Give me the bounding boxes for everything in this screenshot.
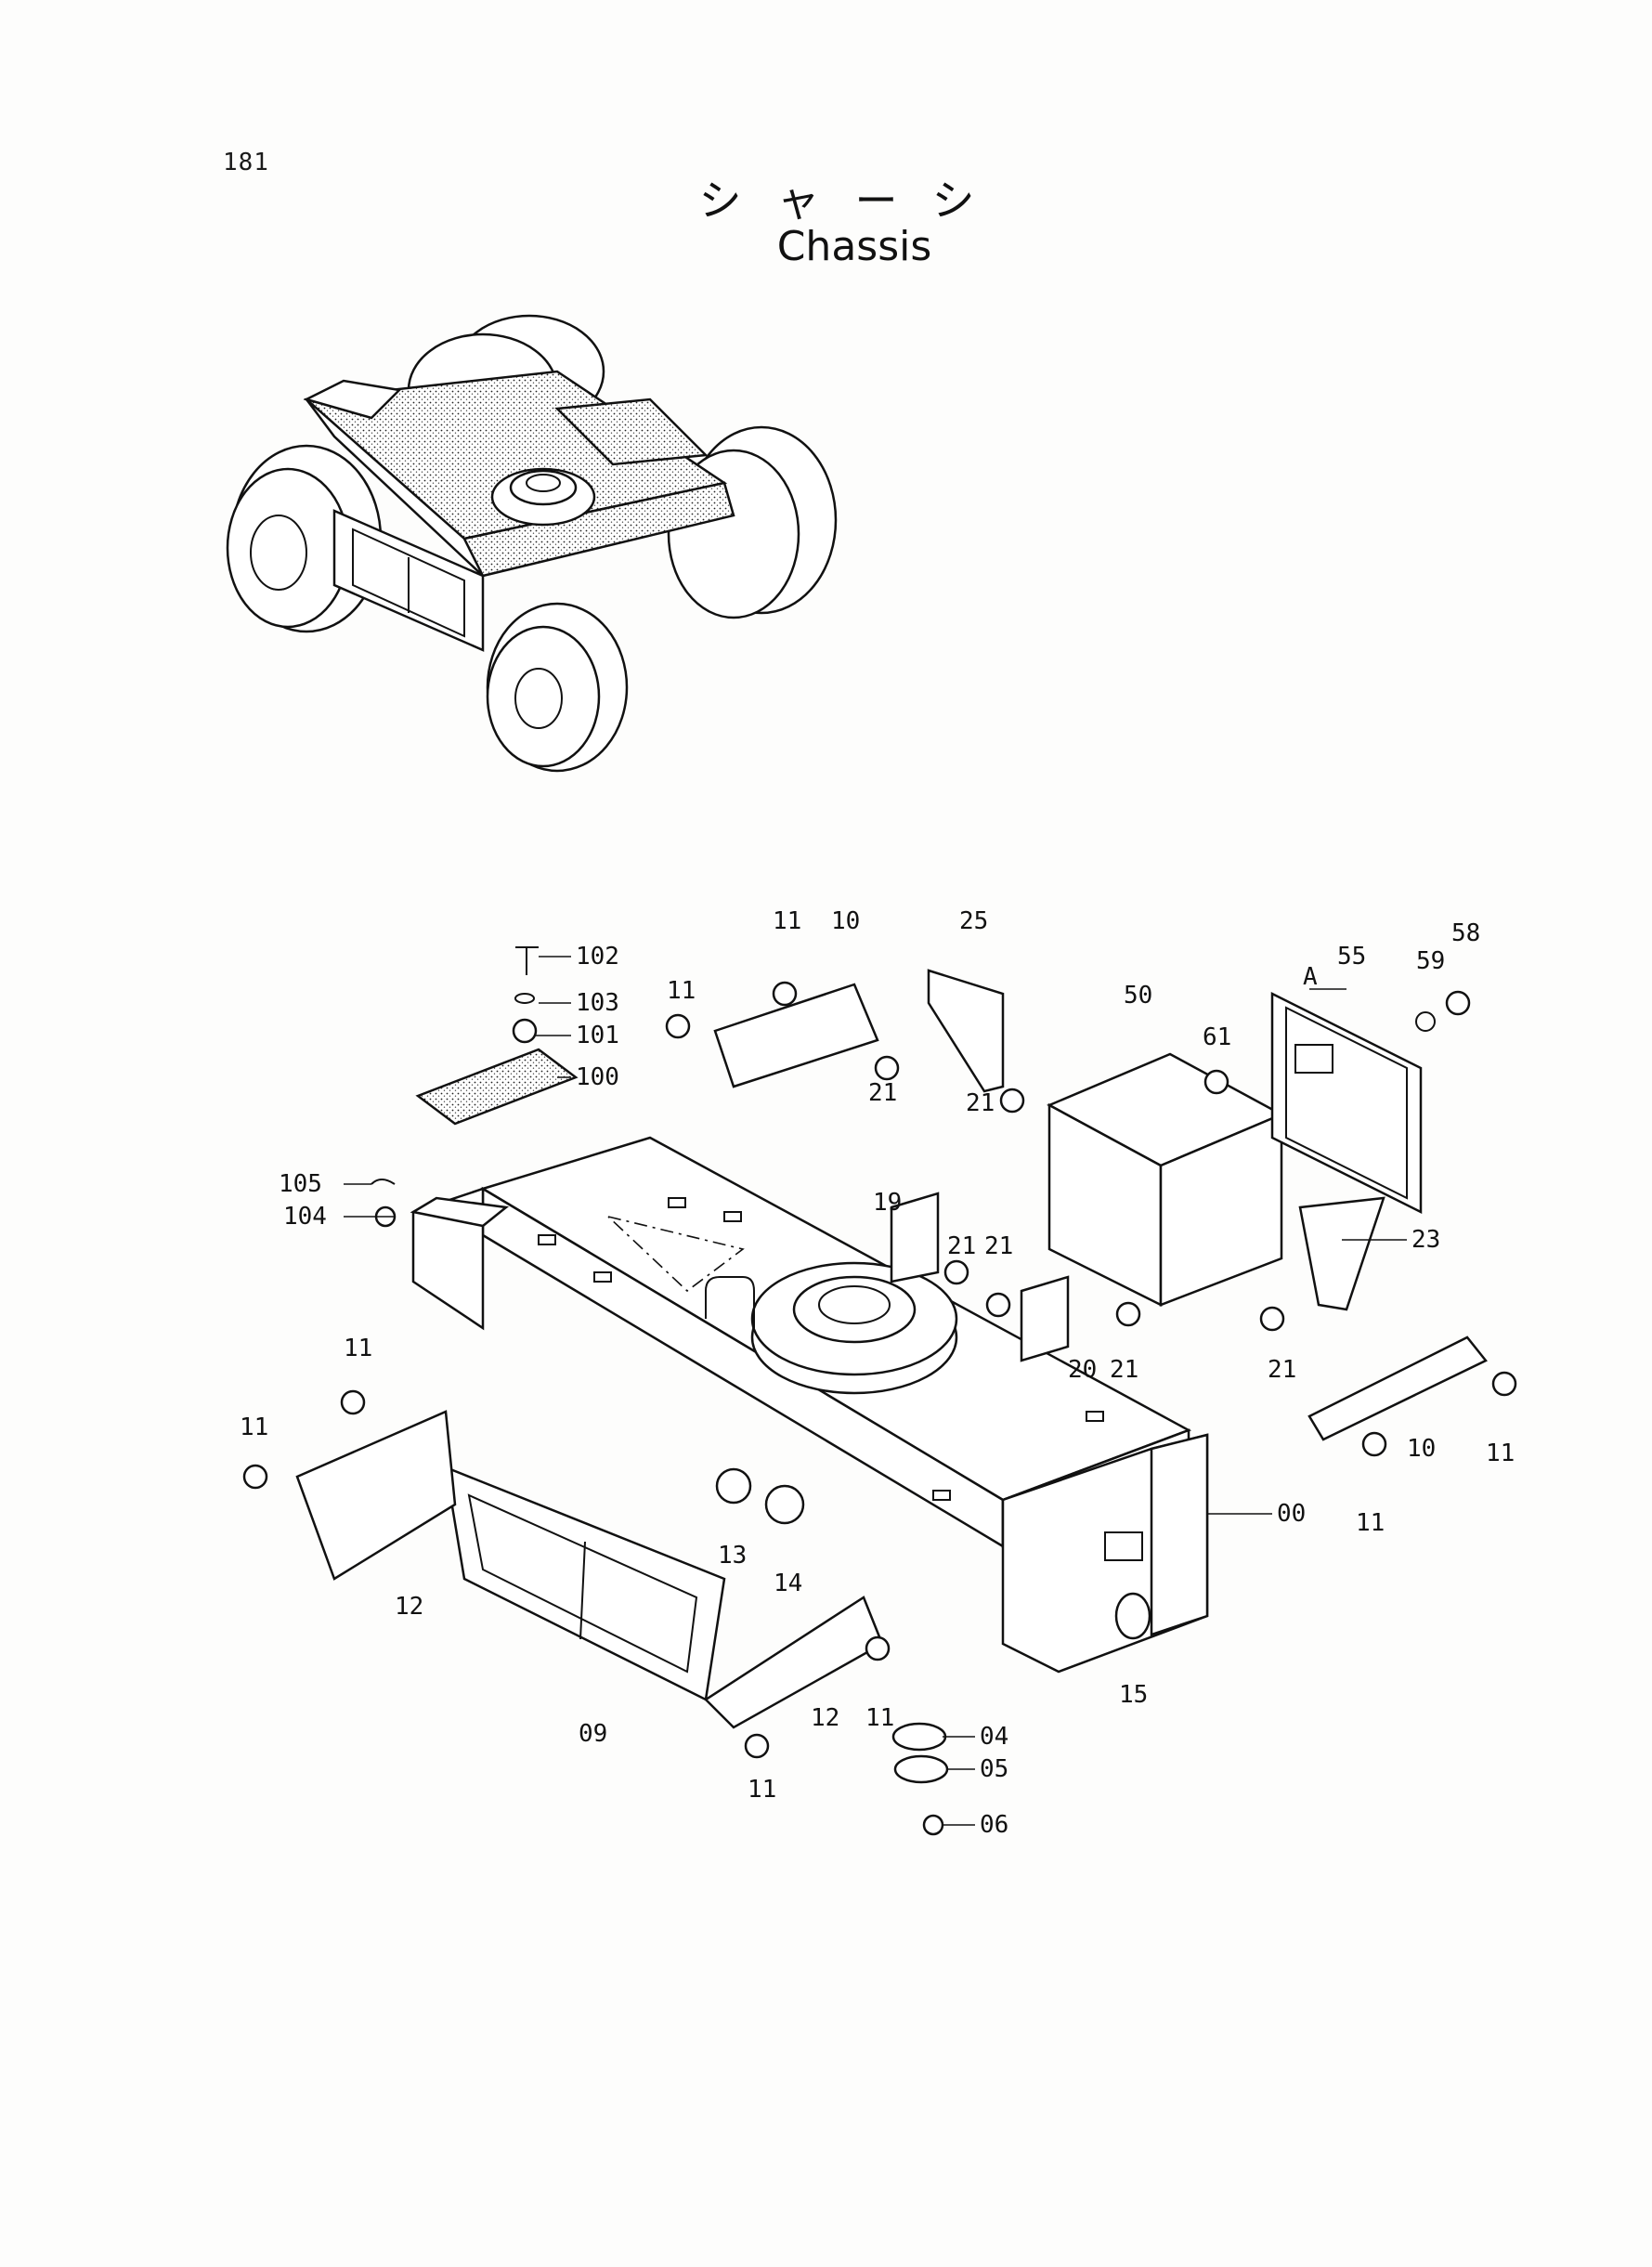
part-100-cover xyxy=(415,1048,579,1126)
chassis-frame xyxy=(410,1136,1209,1674)
callout-11-e: 11 xyxy=(344,1335,372,1362)
callout-06: 06 xyxy=(980,1811,1008,1839)
callout-10-a: 10 xyxy=(831,907,860,935)
callout-103: 103 xyxy=(576,989,619,1017)
callout-101: 101 xyxy=(576,1022,619,1049)
callout-58: 58 xyxy=(1451,919,1480,947)
callout-23: 23 xyxy=(1411,1226,1440,1254)
callout-19: 19 xyxy=(873,1189,902,1217)
callout-12-a: 12 xyxy=(395,1593,423,1621)
part-50-box xyxy=(1047,1052,1284,1308)
page-title-english: Chassis xyxy=(776,223,932,270)
callout-11-c: 11 xyxy=(1356,1509,1385,1537)
callout-00: 00 xyxy=(1277,1500,1306,1528)
callout-11-d: 11 xyxy=(1486,1440,1515,1467)
callout-21-b: 21 xyxy=(966,1089,995,1117)
callout-25: 25 xyxy=(959,907,988,935)
callout-21-f: 21 xyxy=(1268,1356,1296,1384)
overview-wheel-front-right xyxy=(486,602,629,773)
part-19-bracket xyxy=(890,1192,940,1283)
callout-59: 59 xyxy=(1416,947,1445,975)
callout-11-a: 11 xyxy=(667,977,696,1005)
callout-21-c: 21 xyxy=(947,1232,976,1260)
callout-100: 100 xyxy=(576,1063,619,1091)
callout-13: 13 xyxy=(718,1542,747,1570)
callout-10-b: 10 xyxy=(1407,1435,1436,1463)
part-09-front-frame xyxy=(444,1466,726,1701)
callout-104: 104 xyxy=(283,1203,327,1231)
part-10-upper-plate xyxy=(713,983,879,1088)
callout-21-d: 21 xyxy=(984,1232,1013,1260)
callout-11-f: 11 xyxy=(240,1414,268,1441)
callout-12-b: 12 xyxy=(811,1704,839,1732)
callout-21-a: 21 xyxy=(868,1079,897,1107)
callout-15: 15 xyxy=(1119,1681,1148,1709)
leader-lines xyxy=(344,956,1407,1826)
callout-61: 61 xyxy=(1203,1023,1231,1051)
part-25-step xyxy=(927,969,1005,1093)
callout-50: 50 xyxy=(1124,982,1152,1010)
page-number: 181 xyxy=(223,149,269,176)
callout-105: 105 xyxy=(279,1170,322,1198)
overview-front-frame xyxy=(332,509,485,652)
callout-21-e: 21 xyxy=(1110,1356,1138,1384)
callout-20: 20 xyxy=(1068,1356,1097,1384)
overview-wheel-rear-right xyxy=(667,425,838,619)
callout-11-g: 11 xyxy=(865,1704,894,1732)
callout-11-h: 11 xyxy=(748,1776,776,1804)
part-23-step xyxy=(1298,1196,1385,1311)
callout-A: A xyxy=(1303,963,1318,991)
hardware xyxy=(242,946,1517,1836)
overview-deck xyxy=(303,370,735,578)
part-20-bracket xyxy=(1020,1275,1070,1362)
callout-labels: 102 103 101 100 105 104 11 11 10 25 21 2… xyxy=(240,907,1515,1839)
callout-102: 102 xyxy=(576,943,619,971)
callout-11-b: 11 xyxy=(773,907,801,935)
part-12-right-plate xyxy=(704,1596,884,1729)
callout-04: 04 xyxy=(980,1723,1008,1751)
callout-14: 14 xyxy=(774,1570,802,1597)
part-10-lower-plate xyxy=(1307,1335,1488,1441)
callout-55: 55 xyxy=(1337,943,1366,971)
part-12-left-plate xyxy=(295,1410,457,1581)
page-title-japanese: シャーシ xyxy=(698,176,1010,226)
part-55-door xyxy=(1270,991,1423,1215)
overview-illustration xyxy=(226,314,838,773)
callout-05: 05 xyxy=(980,1755,1008,1783)
callout-09: 09 xyxy=(579,1720,607,1748)
